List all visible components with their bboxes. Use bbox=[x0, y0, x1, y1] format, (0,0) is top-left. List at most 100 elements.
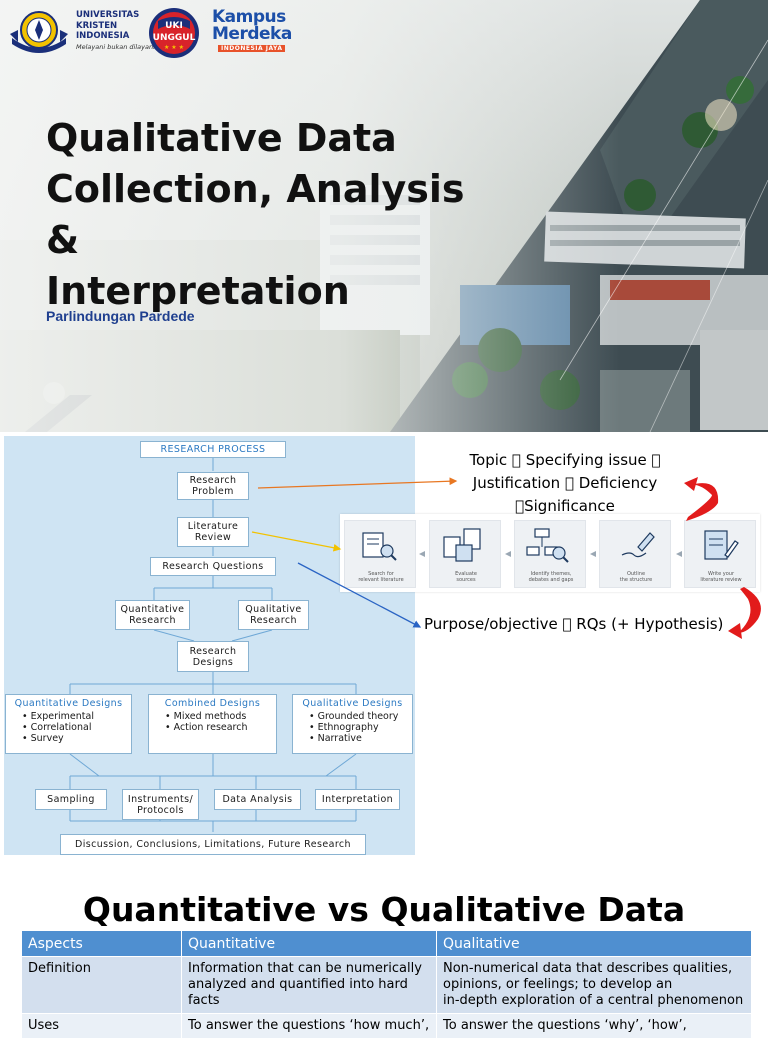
topic-line-3:  Significance bbox=[515, 497, 615, 515]
lit-step-label-line: the structure bbox=[619, 577, 653, 583]
cell-line: analyzed and quantified into hard bbox=[188, 977, 408, 992]
research-questions-box: Research Questions bbox=[150, 557, 276, 576]
header-qualitative: Qualitative bbox=[436, 930, 752, 957]
slide-title: Qualitative Data Collection, Analysis & … bbox=[46, 113, 566, 317]
qualitative-designs-box: Qualitative Designs Grounded theory Ethn… bbox=[292, 694, 413, 754]
lit-step-label-line: Write your bbox=[707, 571, 735, 577]
research-designs-line-1: Research bbox=[189, 645, 237, 657]
uki-unggul-logo: UKI UNGGUL ★ ★ ★ bbox=[149, 8, 199, 58]
title-slide: UNIVERSITAS KRISTEN INDONESIA Melayani b… bbox=[0, 0, 768, 432]
lit-step-label-line: Evaluate bbox=[455, 571, 477, 577]
cell-qualitative: To answer the questions ‘why’, ‘how’, bbox=[436, 1013, 752, 1039]
quantitative-research-line-2: Research bbox=[129, 615, 176, 626]
unggul-logo-line-1: UKI bbox=[165, 21, 183, 31]
qualitative-research-box: Qualitative Research bbox=[238, 600, 309, 630]
uki-line-2: KRISTEN bbox=[76, 20, 118, 31]
cell-qualitative: Non-numerical data that describes qualit… bbox=[436, 956, 752, 1014]
orange-arrow bbox=[257, 477, 458, 489]
combined-designs-list: Mixed methods Action research bbox=[155, 711, 270, 733]
uki-tagline: Melayani bukan dilayani bbox=[76, 42, 155, 51]
topic-justification-text: Topic   Specifying issue   Justification… bbox=[440, 449, 690, 518]
list-item: Action research bbox=[165, 722, 270, 733]
cell-quantitative: Information that can be numerically anal… bbox=[181, 956, 437, 1014]
discussion-box: Discussion, Conclusions, Limitations, Fu… bbox=[60, 834, 366, 855]
list-item: Correlational bbox=[22, 722, 125, 733]
instruments-line-1: Instruments/ bbox=[127, 793, 194, 805]
lit-step-evaluate: Evaluate sources bbox=[429, 520, 501, 588]
title-line-4: Interpretation bbox=[46, 269, 350, 313]
literature-review-steps-graphic: Search for relevant literature Evaluate … bbox=[340, 514, 760, 592]
combined-designs-heading: Combined Designs bbox=[164, 698, 261, 709]
header-aspects: Aspects bbox=[21, 930, 182, 957]
table-row: Definition Information that can be numer… bbox=[21, 956, 752, 1014]
list-item: Experimental bbox=[22, 711, 125, 722]
cell-aspect: Uses bbox=[21, 1013, 182, 1039]
lit-step-outline: Outline the structure bbox=[599, 520, 671, 588]
research-process-diagram: RESEARCH PROCESS Research Problem Litera… bbox=[4, 436, 415, 855]
list-item: Survey bbox=[22, 733, 125, 744]
instruments-line-2: Protocols bbox=[137, 804, 184, 816]
cell-line: Non-numerical data that describes qualit… bbox=[443, 961, 733, 976]
sampling-box: Sampling bbox=[35, 789, 107, 810]
topic-line-1: Topic   Specifying issue   bbox=[469, 451, 661, 469]
lit-step-write-label: Write your literature review bbox=[685, 571, 757, 583]
lit-step-label-line: relevant literature bbox=[358, 577, 404, 583]
list-item: Mixed methods bbox=[165, 711, 270, 722]
list-item: Narrative bbox=[309, 733, 406, 744]
pen-outline-icon bbox=[621, 532, 655, 558]
lit-step-search-label: Search for relevant literature bbox=[345, 571, 417, 583]
document-write-icon bbox=[704, 530, 739, 560]
kampus-merdeka-logo: Kampus Merdeka INDONESIA JAYA bbox=[212, 8, 304, 54]
data-analysis-box: Data Analysis bbox=[214, 789, 301, 810]
research-problem-box: Research Problem bbox=[177, 472, 249, 500]
comparison-slide: Quantitative vs Qualitative Data Aspects… bbox=[0, 866, 768, 1039]
qualitative-research-line-1: Qualitative bbox=[245, 604, 302, 615]
purpose-objective-text: Purpose/objective   RQs (+ Hypothesis) bbox=[424, 615, 724, 633]
quantitative-research-box: Quantitative Research bbox=[115, 600, 190, 630]
lit-step-write: Write your literature review bbox=[684, 520, 756, 588]
list-item: Grounded theory bbox=[309, 711, 406, 722]
instruments-protocols-box: Instruments/ Protocols bbox=[122, 789, 199, 820]
research-designs-line-2: Designs bbox=[192, 656, 234, 668]
research-problem-line-2: Problem bbox=[192, 486, 234, 497]
kampus-merdeka-word-2: Merdeka bbox=[212, 24, 292, 44]
lit-step-label-line: debates and gaps bbox=[528, 577, 574, 583]
topic-line-2: Justification   Deficiency bbox=[472, 474, 658, 492]
research-problem-line-1: Research bbox=[189, 475, 237, 486]
lit-step-label-line: literature review bbox=[700, 577, 742, 583]
table-header-row: Aspects Quantitative Qualitative bbox=[21, 930, 752, 957]
cell-aspect: Definition bbox=[21, 956, 182, 1014]
literature-review-line-2: Review bbox=[194, 532, 232, 543]
header-quantitative: Quantitative bbox=[181, 930, 437, 957]
literature-review-box: Literature Review bbox=[177, 517, 249, 547]
lit-step-label-line: sources bbox=[456, 577, 476, 583]
photo-fade-overlay bbox=[0, 0, 620, 432]
list-item: Ethnography bbox=[309, 722, 406, 733]
document-search-icon bbox=[362, 532, 397, 561]
literature-review-line-1: Literature bbox=[187, 521, 239, 532]
lit-step-evaluate-label: Evaluate sources bbox=[430, 571, 502, 583]
cell-line: opinions, or feelings; to develop an bbox=[443, 977, 673, 992]
uki-line-1: UNIVERSITAS bbox=[76, 10, 140, 20]
title-line-2: Collection, Analysis bbox=[46, 167, 465, 211]
flow-connectors bbox=[69, 458, 357, 832]
cell-line: facts bbox=[188, 993, 220, 1008]
lit-step-arrows bbox=[419, 551, 682, 557]
qualitative-research-line-2: Research bbox=[250, 615, 297, 626]
lit-step-outline-label: Outline the structure bbox=[600, 571, 672, 583]
interpretation-box: Interpretation bbox=[315, 789, 400, 810]
unggul-logo-line-2: UNGGUL bbox=[153, 33, 196, 43]
combined-designs-box: Combined Designs Mixed methods Action re… bbox=[148, 694, 277, 754]
uki-line-3: INDONESIA bbox=[76, 31, 130, 41]
cell-line: in-depth exploration of a central phenom… bbox=[443, 993, 744, 1008]
lit-step-identify-label: Identify themes, debates and gaps bbox=[515, 571, 587, 583]
quantitative-designs-list: Experimental Correlational Survey bbox=[12, 711, 125, 744]
research-designs-box: Research Designs bbox=[177, 641, 249, 672]
lit-step-label-line: Search for bbox=[368, 571, 394, 577]
table-row: Uses To answer the questions ‘how much’,… bbox=[21, 1013, 752, 1039]
yellow-arrow bbox=[251, 531, 342, 552]
comparison-title: Quantitative vs Qualitative Data bbox=[82, 890, 686, 929]
lit-step-search: Search for relevant literature bbox=[344, 520, 416, 588]
svg-text:★ ★ ★: ★ ★ ★ bbox=[164, 44, 184, 51]
author-name: Parlindungan Pardede bbox=[46, 308, 195, 324]
